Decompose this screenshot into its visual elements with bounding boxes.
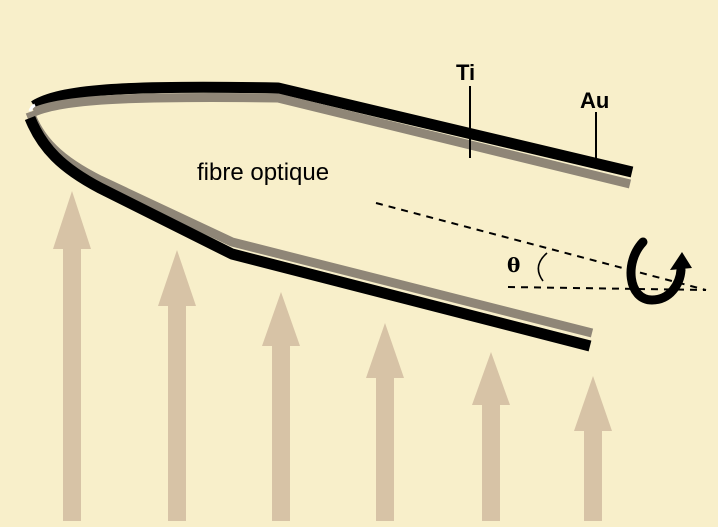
titanium-label: Ti (456, 60, 475, 85)
gold-layer-lower (24, 115, 592, 352)
upward-arrow-icon (158, 250, 196, 521)
upward-arrow-icon (366, 323, 404, 521)
optical-fiber (24, 81, 634, 352)
coating-labels: Ti Au (456, 60, 609, 164)
upward-arrow-icon (574, 376, 612, 521)
angle-arc (537, 252, 548, 282)
angle-label: θ (507, 253, 520, 277)
fiber-axis-line (375, 202, 707, 291)
upward-arrow-icon (53, 191, 91, 521)
upward-arrow-icon (472, 352, 510, 521)
gold-layer-upper (31, 81, 634, 178)
upward-arrow-icon (262, 292, 300, 521)
curved-rotation-arrow-icon (626, 237, 692, 305)
titanium-layer-upper (32, 93, 632, 189)
fiber-label: fibre optique (197, 159, 329, 186)
fiber-tip (28, 103, 36, 112)
incident-light-arrows (53, 191, 612, 521)
gold-label: Au (580, 88, 609, 113)
angle-construction: θ (375, 202, 707, 291)
